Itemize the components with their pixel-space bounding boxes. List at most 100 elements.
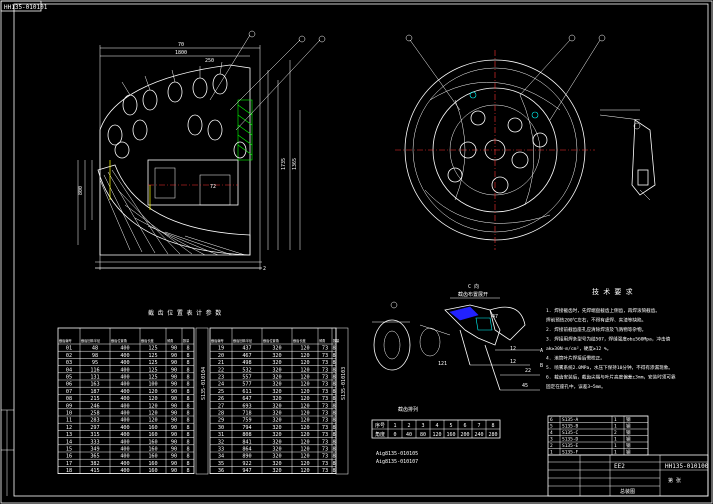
parts-list-cell: S135-B xyxy=(562,424,579,430)
left-table-group: 截 齿 位 置 表 计 参 数 截齿编号截齿回转半径截齿位置角截齿长度倾角数量0… xyxy=(57,309,221,475)
left-table-header: 截齿回转半径 xyxy=(81,338,101,343)
right-table-cell: 31 xyxy=(218,432,224,438)
left-table-cell: 90 xyxy=(171,468,177,474)
right-table-cell: 120 xyxy=(300,360,309,366)
left-table-cell: 07 xyxy=(66,389,72,395)
right-table-cell: 8 xyxy=(332,425,335,431)
right-table-cell: 759 xyxy=(242,418,251,424)
right-table-cell: 73 xyxy=(322,468,328,474)
left-table-cell: 08 xyxy=(66,396,72,402)
right-table-header: 截齿位置角 xyxy=(263,338,279,343)
right-table-cell: 8 xyxy=(332,375,335,381)
left-table-cell: 315 xyxy=(90,432,99,438)
right-table-cell: 794 xyxy=(242,425,251,431)
right-table-cell: 320 xyxy=(272,375,281,381)
right-table-cell: 73 xyxy=(322,353,328,359)
right-table-header: 数量 xyxy=(333,338,340,343)
left-table-cell: 400 xyxy=(120,411,129,417)
right-table-cell: 73 xyxy=(322,396,328,402)
small-table-cell: 4 xyxy=(435,423,438,429)
left-table-header: 数量 xyxy=(183,338,190,343)
left-table-cell: 160 xyxy=(148,432,157,438)
right-table-cell: 25 xyxy=(218,389,224,395)
left-table-cell: 120 xyxy=(148,418,157,424)
parts-list-cell: S135-D xyxy=(562,437,579,443)
left-table-cell: 187 xyxy=(90,389,99,395)
right-table-cell: 120 xyxy=(300,411,309,417)
right-table-cell: 120 xyxy=(300,454,309,460)
right-table-cell: 577 xyxy=(242,382,251,388)
right-table-cell: 320 xyxy=(272,418,281,424)
angle-47: 47 xyxy=(492,314,498,320)
right-table-cell: 320 xyxy=(272,425,281,431)
dim-label-hub: 72 xyxy=(210,184,216,190)
right-table-cell: 26 xyxy=(218,396,224,402)
left-table-cell: 283 xyxy=(90,418,99,424)
small-table-cell: 2 xyxy=(407,423,410,429)
left-table-cell: 160 xyxy=(148,439,157,445)
left-table-cell: 365 xyxy=(90,454,99,460)
right-table-cell: 73 xyxy=(322,425,328,431)
left-table-cell: 48 xyxy=(92,346,98,352)
right-table-cell: 8 xyxy=(332,346,335,352)
left-table-cell: 90 xyxy=(171,447,177,453)
parts-list-cell: 4 xyxy=(550,430,553,436)
right-table-cell: 467 xyxy=(242,353,251,359)
right-table-cell: 120 xyxy=(300,418,309,424)
right-table-cell: 890 xyxy=(242,454,251,460)
right-table-cell: 22 xyxy=(218,367,224,373)
angle-12b: 12 xyxy=(510,359,516,365)
left-table-cell: 8 xyxy=(186,418,189,424)
right-table-cell: 437 xyxy=(242,346,251,352)
left-table-cell: 400 xyxy=(120,425,129,431)
right-table-header: 截齿回转半径 xyxy=(233,338,253,343)
right-table-cell: 532 xyxy=(242,367,251,373)
left-table-side-label: S135-010104 xyxy=(201,367,207,400)
small-table-cell: 3 xyxy=(421,423,424,429)
right-table-cell: 320 xyxy=(272,389,281,395)
left-table-cell: 90 xyxy=(171,367,177,373)
left-table-cell: 160 xyxy=(148,447,157,453)
right-table-cell: 947 xyxy=(242,468,251,474)
parts-list-cell: 1 xyxy=(614,417,617,423)
corner-code-box xyxy=(0,0,42,12)
angle-22: 22 xyxy=(525,368,531,374)
right-table-cell: 8 xyxy=(332,403,335,409)
right-table-cell: 24 xyxy=(218,382,224,388)
left-table-cell: 400 xyxy=(120,353,129,359)
right-table-cell: 320 xyxy=(272,447,281,453)
right-table-cell: 23 xyxy=(218,375,224,381)
left-table-cell: 17 xyxy=(66,461,72,467)
right-table-cell: 320 xyxy=(272,454,281,460)
right-table-cell: 120 xyxy=(300,353,309,359)
dim-label-h1: 1735 xyxy=(281,158,287,170)
left-table-cell: 8 xyxy=(186,439,189,445)
left-table-cell: 258 xyxy=(90,411,99,417)
parts-list-cell: 1 xyxy=(614,450,617,456)
right-table-cell: 20 xyxy=(218,353,224,359)
right-table-cell: 34 xyxy=(218,454,224,460)
right-table-cell: 693 xyxy=(242,403,251,409)
left-table-cell: 90 xyxy=(171,396,177,402)
left-table-cell: 8 xyxy=(186,396,189,402)
left-table-cell: 400 xyxy=(120,461,129,467)
right-table-cell: 320 xyxy=(272,468,281,474)
right-table-cell: 73 xyxy=(322,389,328,395)
left-table-cell: 163 xyxy=(90,382,99,388)
left-table-cell: 90 xyxy=(171,432,177,438)
right-table-cell: 30 xyxy=(218,425,224,431)
right-table-cell: 28 xyxy=(218,411,224,417)
section-c-view: C 向 截齿布置展开 47 12 12 22 121 45 A B xyxy=(372,283,543,391)
parts-list-cell: 1 xyxy=(614,424,617,430)
parts-list-cell: 1 xyxy=(614,437,617,443)
dim-label-top: 1800 xyxy=(175,50,187,56)
left-table-header: 截齿长度 xyxy=(141,338,155,343)
tech-req-line: ak≥30N·m/cm²，硬度≥12 %。 xyxy=(546,345,611,352)
left-table-cell: 13 xyxy=(66,432,72,438)
left-table-cell: 120 xyxy=(148,411,157,417)
left-table-cell: 98 xyxy=(92,353,98,359)
title-block-sheet: EE2 xyxy=(614,463,625,470)
parts-list-cell: 1 xyxy=(614,443,617,449)
